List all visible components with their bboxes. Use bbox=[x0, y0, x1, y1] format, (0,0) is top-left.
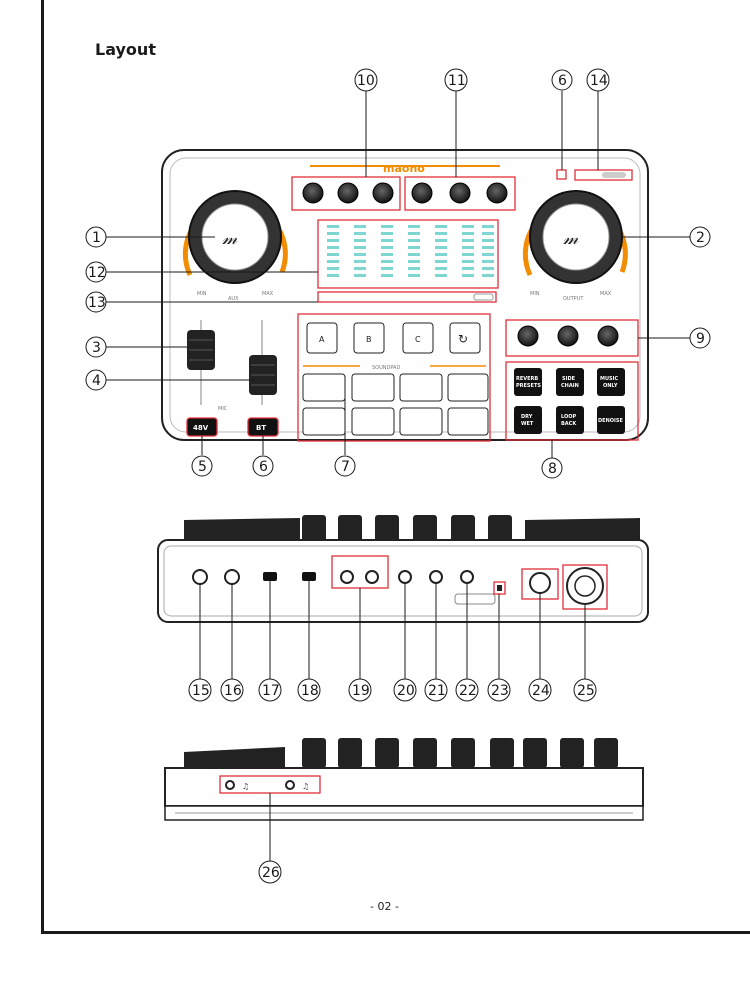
music-only-button[interactable]: MUSIC ONLY bbox=[597, 368, 625, 396]
loop-icon: ↻ bbox=[458, 332, 468, 346]
top-view: maono 𝓂 MIN AUX MAX 𝓂 MIN OUTPUT MAX bbox=[162, 150, 648, 441]
denoise-button[interactable]: DENOISE bbox=[597, 406, 625, 434]
jack-20[interactable] bbox=[399, 571, 411, 583]
front-knob-silhouettes bbox=[184, 738, 618, 768]
svg-text:𝓂: 𝓂 bbox=[222, 228, 238, 249]
callout-8: 8 bbox=[548, 461, 557, 477]
pad-b-label: B bbox=[366, 335, 372, 344]
usb-c-port-2[interactable] bbox=[302, 572, 316, 581]
reverb-label-1: REVERB bbox=[516, 376, 538, 382]
callout-13: 13 bbox=[88, 295, 106, 311]
headphone-icon-2: ♫ bbox=[302, 782, 309, 791]
power-port[interactable] bbox=[225, 570, 239, 584]
callout-1: 1 bbox=[92, 230, 101, 246]
reverb-label-2: PRESETS bbox=[516, 383, 541, 389]
rear-callout-markers: 15 16 17 18 19 20 21 22 23 24 25 bbox=[189, 679, 596, 701]
loop-back-label-1: LOOP bbox=[561, 414, 577, 420]
callout-22: 22 bbox=[459, 683, 477, 699]
callout-7: 7 bbox=[341, 459, 350, 475]
effect-knobs[interactable] bbox=[518, 326, 618, 346]
headphone-icon-1: ♫ bbox=[242, 782, 249, 791]
power-switch[interactable] bbox=[193, 570, 207, 584]
aux-min-label: MIN bbox=[197, 291, 207, 297]
callout-2: 2 bbox=[696, 230, 705, 246]
dry-wet-button[interactable]: DRY WET bbox=[514, 406, 542, 434]
callout-4: 4 bbox=[92, 373, 101, 389]
callout-5: 5 bbox=[198, 459, 207, 475]
denoise-label: DENOISE bbox=[598, 418, 623, 424]
side-chain-label-1: SIDE bbox=[562, 376, 576, 382]
front-panel-outline bbox=[165, 768, 643, 806]
callout-18: 18 bbox=[301, 683, 319, 699]
callout-14: 14 bbox=[590, 73, 608, 89]
callout-17: 17 bbox=[262, 683, 280, 699]
rear-knob-silhouettes bbox=[184, 515, 640, 543]
pad-a-label: A bbox=[319, 335, 325, 344]
callout-16: 16 bbox=[224, 683, 242, 699]
music-only-label-2: ONLY bbox=[603, 383, 618, 389]
jack-21[interactable] bbox=[430, 571, 442, 583]
side-chain-button[interactable]: SIDE CHAIN bbox=[556, 368, 584, 396]
callout-26: 26 bbox=[262, 865, 280, 881]
output-label: OUTPUT bbox=[563, 296, 584, 302]
dry-wet-label-1: DRY bbox=[521, 414, 533, 420]
svg-text:𝓂: 𝓂 bbox=[563, 228, 579, 249]
loop-back-button[interactable]: LOOP BACK bbox=[556, 406, 584, 434]
bluetooth-label: BT bbox=[256, 424, 266, 432]
pad-c-label: C bbox=[415, 335, 421, 344]
callout-25: 25 bbox=[577, 683, 595, 699]
front-view: ♫ ♫ bbox=[165, 738, 643, 820]
callout-24: 24 bbox=[532, 683, 550, 699]
loop-back-label-2: BACK bbox=[561, 421, 577, 427]
callout-12: 12 bbox=[88, 265, 106, 281]
usb-c-port-1[interactable] bbox=[263, 572, 277, 581]
phantom-power-label: 48V bbox=[193, 424, 209, 432]
page-number: - 02 - bbox=[370, 900, 399, 913]
aux-max-label: MAX bbox=[262, 291, 274, 297]
callout-9: 9 bbox=[696, 331, 705, 347]
brand-logo: maono bbox=[383, 162, 425, 175]
callout-19: 19 bbox=[352, 683, 370, 699]
callout-21: 21 bbox=[428, 683, 446, 699]
music-only-label-1: MUSIC bbox=[600, 376, 618, 382]
headphone-jack-2[interactable] bbox=[286, 781, 294, 789]
callout-3: 3 bbox=[92, 340, 101, 356]
soundpad-label: SOUNDPAD bbox=[372, 365, 400, 371]
reverb-presets-button[interactable]: REVERB PRESETS bbox=[514, 368, 542, 396]
dry-wet-label-2: WET bbox=[521, 421, 534, 427]
output-min-label: MIN bbox=[530, 291, 540, 297]
instrument-jack[interactable] bbox=[530, 573, 550, 593]
callout-15: 15 bbox=[192, 683, 210, 699]
callout-6-indicator: 6 bbox=[558, 73, 567, 89]
callout-11: 11 bbox=[448, 73, 466, 89]
side-chain-label-2: CHAIN bbox=[561, 383, 579, 389]
callout-20: 20 bbox=[397, 683, 415, 699]
headphone-jack-1[interactable] bbox=[226, 781, 234, 789]
aux-label: AUX bbox=[228, 296, 239, 302]
callout-6-bt: 6 bbox=[259, 459, 268, 475]
jack-22[interactable] bbox=[461, 571, 473, 583]
callout-10: 10 bbox=[357, 73, 375, 89]
mic-label: MIC bbox=[218, 406, 228, 412]
callout-23: 23 bbox=[491, 683, 509, 699]
output-max-label: MAX bbox=[600, 291, 612, 297]
